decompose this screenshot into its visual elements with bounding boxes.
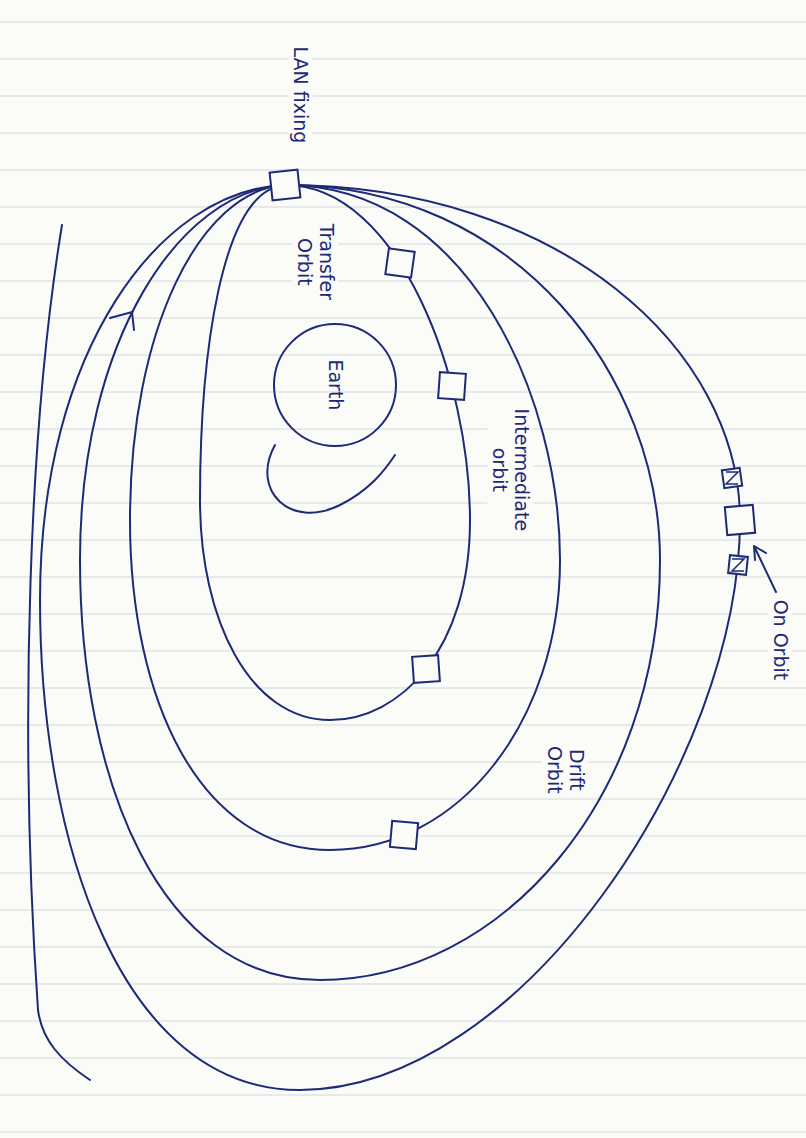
box-mark <box>732 559 744 571</box>
ruled-line <box>0 207 806 208</box>
satellite-box <box>722 468 742 488</box>
orbit-label: LAN fixing <box>288 43 312 146</box>
ruled-line <box>0 96 806 97</box>
ruled-line <box>0 133 806 134</box>
ruled-line <box>0 873 806 874</box>
ruled-line <box>0 1058 806 1059</box>
ruled-line <box>0 1021 806 1022</box>
ruled-line <box>0 318 806 319</box>
satellite-box <box>438 372 466 400</box>
ruled-line <box>0 910 806 911</box>
stray-stroke <box>28 225 90 1080</box>
orbit-label: Transfer Orbit <box>292 221 338 303</box>
ruled-line <box>0 170 806 171</box>
satellites <box>270 170 756 849</box>
ruled-line <box>0 466 806 467</box>
transfer-orbit <box>200 185 470 720</box>
satellite-box <box>412 655 440 683</box>
tick-mark <box>110 312 134 330</box>
ruled-line <box>0 688 806 689</box>
box-mark <box>726 472 738 484</box>
orbits <box>28 185 776 1090</box>
ruled-line <box>0 799 806 800</box>
planet-circle: Earth <box>273 323 397 447</box>
ruled-line <box>0 1095 806 1096</box>
orbit-label: On Orbit <box>768 597 792 684</box>
ruled-line <box>0 1132 806 1133</box>
ruled-line <box>0 281 806 282</box>
ruled-line <box>0 22 806 23</box>
ruled-lines <box>0 22 806 1132</box>
satellite-box <box>270 170 301 201</box>
ruled-line <box>0 392 806 393</box>
leader-arrow <box>754 546 776 592</box>
ruled-line <box>0 59 806 60</box>
satellite-box <box>725 505 755 535</box>
launch-arc <box>267 445 395 513</box>
box-marks <box>726 472 744 571</box>
satellite-box <box>728 555 748 575</box>
satellite-box <box>390 821 418 849</box>
ruled-line <box>0 614 806 615</box>
ruled-line <box>0 244 806 245</box>
ruled-line <box>0 429 806 430</box>
orbit-label: Intermediate orbit <box>487 406 533 535</box>
ruled-line <box>0 355 806 356</box>
planet-name: Earth <box>324 359 346 410</box>
ruled-line <box>0 577 806 578</box>
ruled-line <box>0 947 806 948</box>
satellite-box <box>385 248 414 277</box>
ruled-line <box>0 984 806 985</box>
ruled-line <box>0 725 806 726</box>
on-orbit <box>40 185 740 1090</box>
ruled-line <box>0 651 806 652</box>
drift-orbit <box>80 185 660 980</box>
ruled-line <box>0 540 806 541</box>
ruled-line <box>0 503 806 504</box>
ruled-line <box>0 762 806 763</box>
orbit-label: Drift Orbit <box>542 743 588 797</box>
intermediate-orbit <box>130 185 560 850</box>
